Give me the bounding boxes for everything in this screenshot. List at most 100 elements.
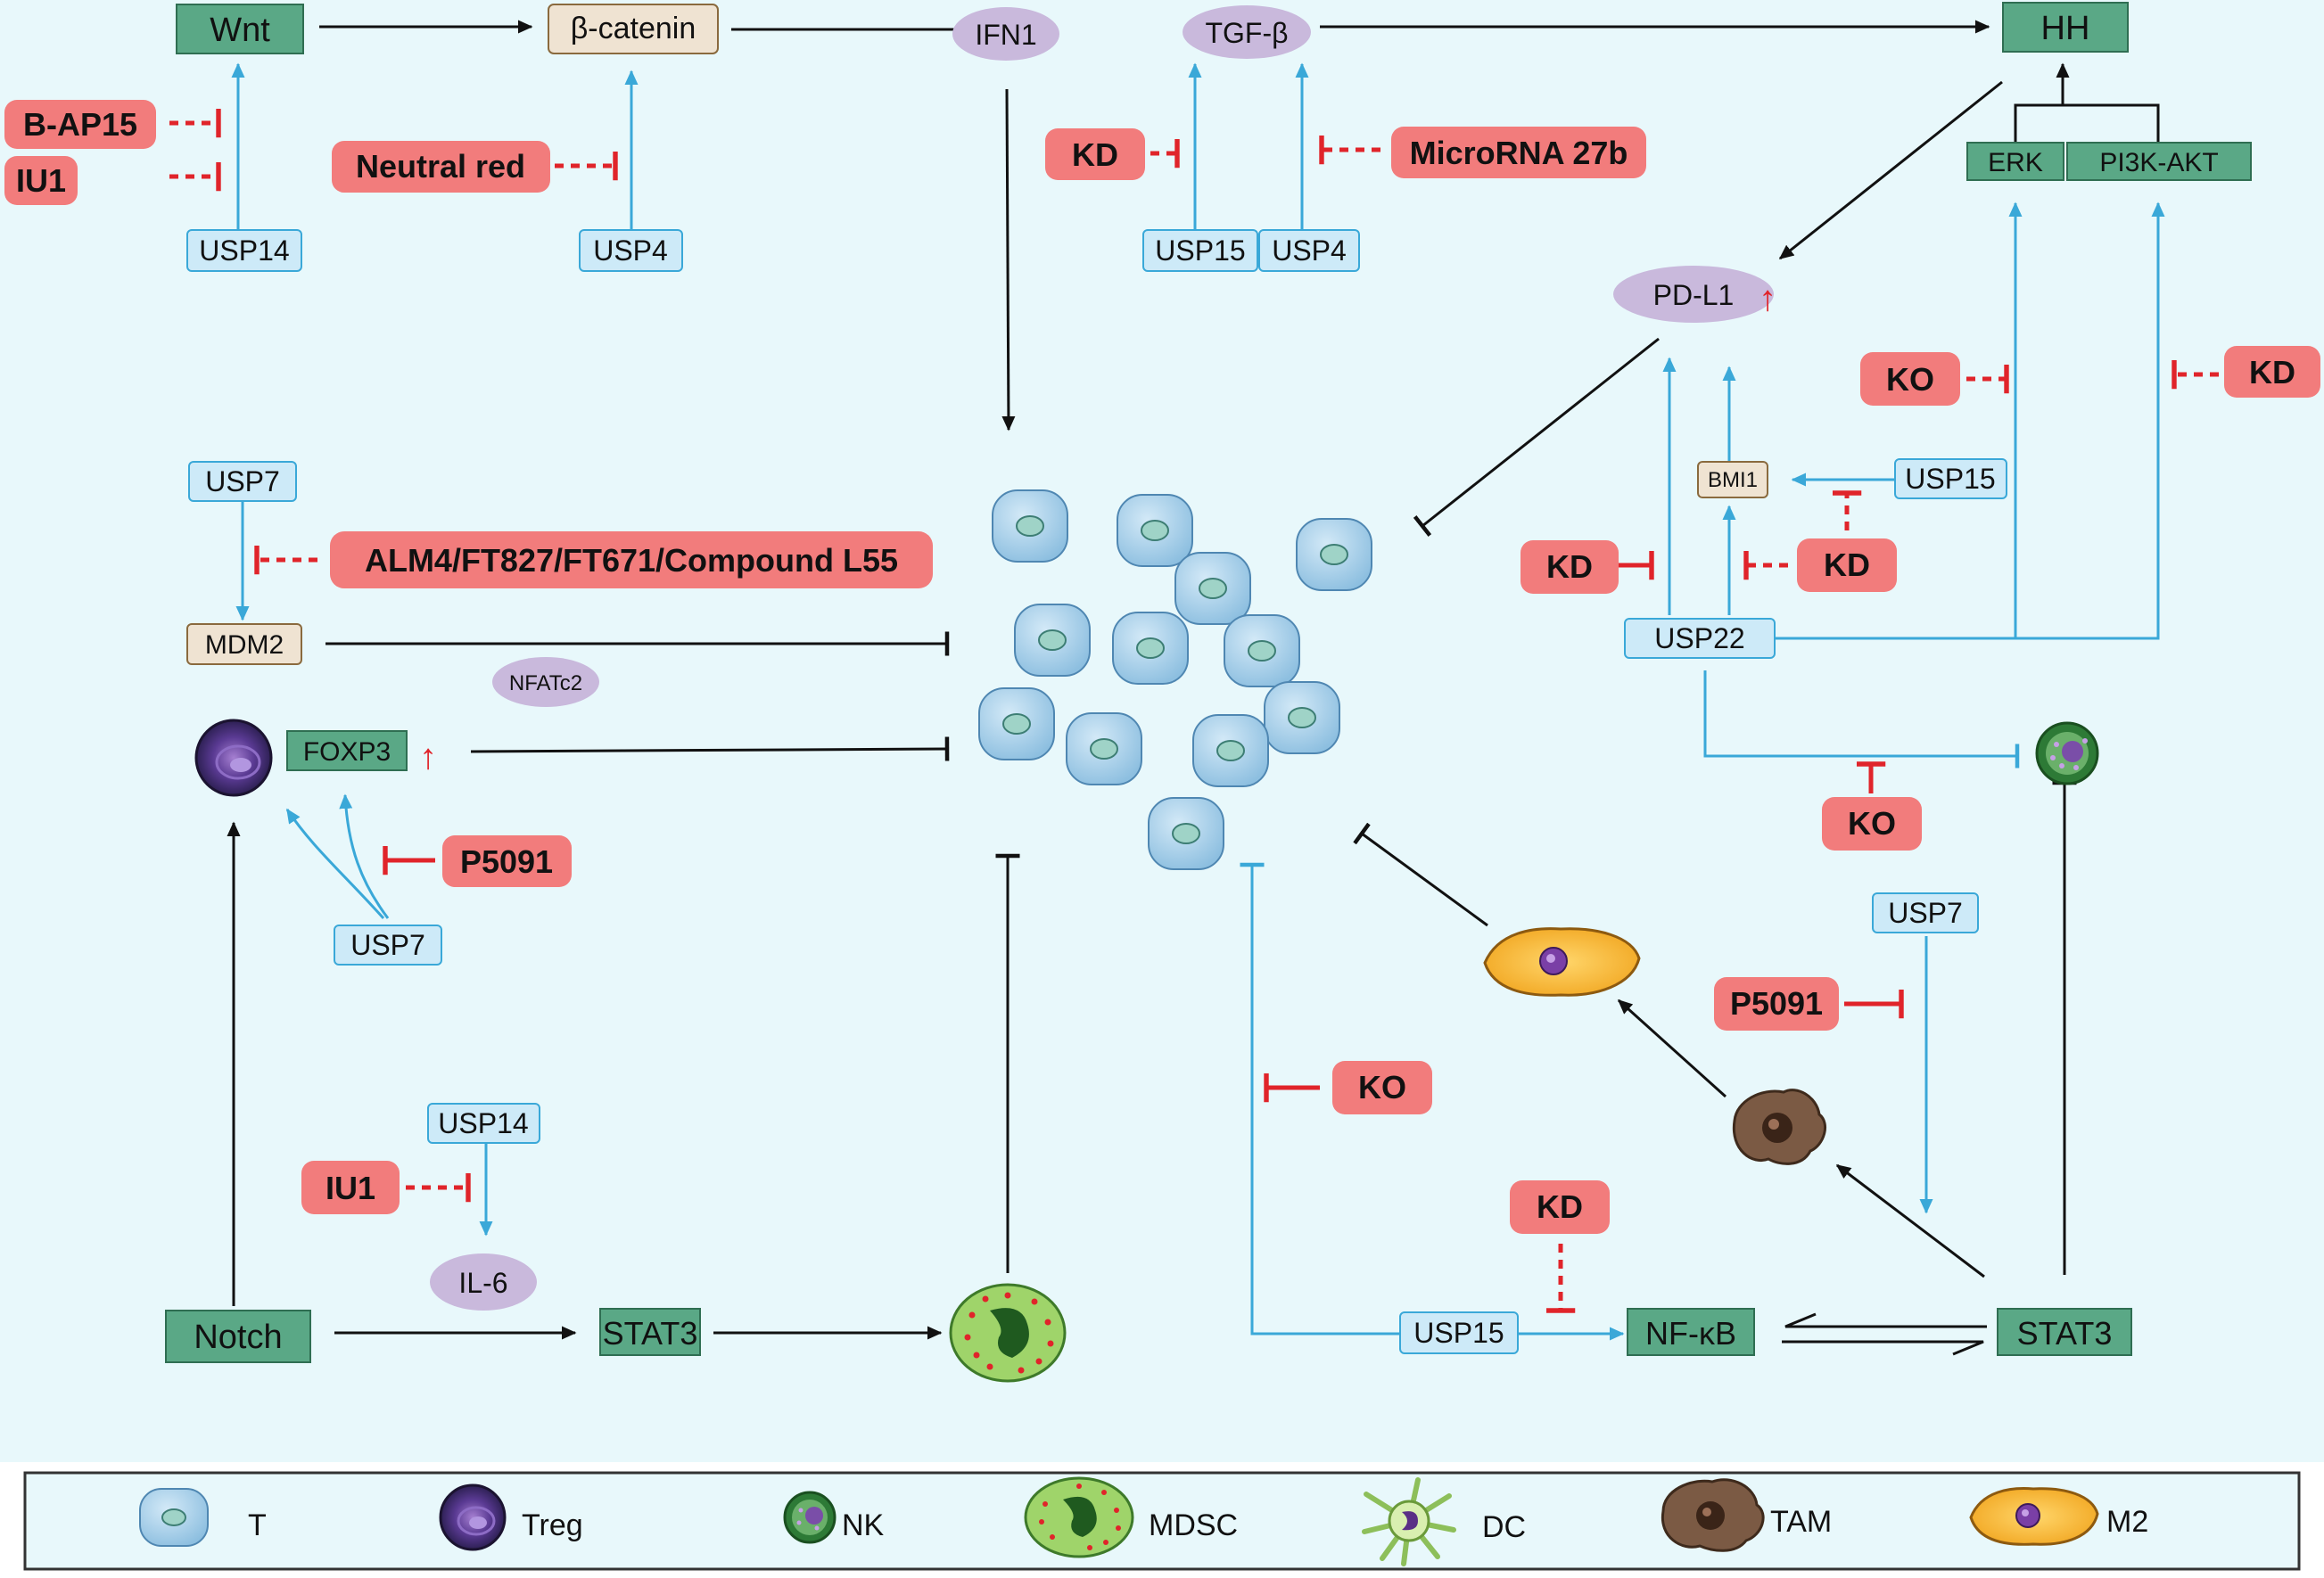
legend-m2-icon (1969, 1487, 2099, 1546)
beta-catenin-box (548, 4, 719, 54)
kd-nfkb-label: KD (1537, 1188, 1583, 1225)
edge-nfkb-stat3-equilibrium-top (1784, 1312, 1987, 1328)
usp7-right-box (1872, 892, 1979, 933)
microrna-27b-box (1391, 127, 1646, 178)
b-ap15-label: B-AP15 (23, 106, 137, 143)
bmi1-box (1697, 461, 1768, 498)
t-cell-icon (1117, 494, 1193, 567)
iu1-il6-box (301, 1161, 400, 1214)
legend-nk-label: NK (842, 1508, 885, 1542)
ko-nk-box (1822, 797, 1922, 851)
edge-tam-to-m2 (1617, 999, 1727, 1098)
kd-usp22-pdl1-box (1520, 540, 1619, 594)
tam-cell-icon (1732, 1089, 1826, 1165)
legend-tam-label: TAM (1770, 1505, 1832, 1539)
nfatc2-oval (492, 657, 599, 707)
usp7-foxp3-box (334, 925, 442, 966)
usp14-il6-box (427, 1103, 540, 1144)
legend-m2-label: M2 (2106, 1505, 2148, 1539)
il6-label: IL-6 (458, 1267, 507, 1299)
treg-cell-icon (194, 719, 273, 797)
p5091-right-box (1714, 977, 1839, 1031)
nf-kb-box (1627, 1308, 1755, 1356)
b-ap15-box (4, 100, 156, 149)
bmi1-label: BMI1 (1708, 468, 1758, 492)
nf-kb-label: NF-κB (1645, 1315, 1736, 1352)
kd-usp22-pdl1-label: KD (1546, 548, 1593, 585)
usp4-wnt-label: USP4 (593, 234, 668, 267)
kd-nfkb-box (1510, 1180, 1610, 1234)
mdsc-cell-icon (949, 1283, 1067, 1383)
edge-ifn1-to-tcells (1001, 88, 1016, 431)
ko-erk-label: KO (1886, 361, 1934, 398)
stat3-right-label: STAT3 (2017, 1315, 2113, 1352)
t-cell-icon (1014, 604, 1091, 677)
usp7-foxp3-label: USP7 (350, 929, 425, 961)
usp4-wnt-box (579, 229, 683, 272)
beta-catenin-label: β-catenin (571, 12, 696, 45)
edge-foxp3-inhibits-tcells (470, 736, 950, 761)
ko-erk-box (1860, 352, 1960, 406)
iu1-top-box (4, 156, 78, 205)
usp7-mdm2-box (188, 461, 297, 502)
erk-label: ERK (1988, 148, 2043, 177)
usp15-bmi1-box (1894, 458, 2007, 499)
t-cell-icon (1066, 712, 1142, 785)
t-cell-icon (992, 489, 1068, 563)
legend-mdsc-label: MDSC (1149, 1508, 1238, 1542)
kd-bmi1-box (1797, 538, 1897, 592)
usp15-tgf-box (1142, 229, 1258, 272)
usp15-nfkb-label: USP15 (1413, 1317, 1504, 1349)
tgf-beta-label: TGF-β (1205, 17, 1288, 49)
legend-mdsc-icon (1024, 1476, 1134, 1558)
ko-usp15-box (1332, 1061, 1432, 1114)
edge-usp22-to-pi3k (2015, 201, 2165, 640)
edge-erk-pi3k-to-hh (2014, 103, 2160, 144)
t-cell-icon (978, 687, 1055, 760)
p5091-foxp3-label: P5091 (460, 843, 553, 880)
ko-usp15-label: KO (1358, 1069, 1406, 1105)
hh-label: HH (2041, 10, 2090, 47)
usp4-tgf-box (1258, 229, 1360, 272)
legend-treg-icon (439, 1483, 507, 1551)
t-cell-icon (1174, 552, 1251, 625)
hh-box (2002, 2, 2129, 53)
kd-pi3k-box (2224, 346, 2320, 398)
foxp3-up-arrow: ↑ (419, 737, 437, 777)
usp15-tgf-label: USP15 (1155, 234, 1245, 267)
legend-t-cell-icon (139, 1488, 209, 1547)
microrna-27b-label: MicroRNA 27b (1410, 135, 1628, 171)
stat3-left-label: STAT3 (603, 1315, 698, 1352)
il6-oval (430, 1253, 537, 1311)
kd-usp15-box (1045, 128, 1145, 180)
nfatc2-label: NFATc2 (509, 671, 582, 695)
ko-nk-label: KO (1848, 805, 1896, 842)
usp14-top-box (186, 229, 302, 272)
kd-bmi1-label: KD (1824, 547, 1870, 583)
notch-label: Notch (194, 1319, 282, 1356)
legend-dc-icon (1362, 1477, 1456, 1566)
edge-usp7-to-treg (285, 808, 385, 920)
pd-l1-up-arrow: ↑ (1759, 279, 1776, 318)
erk-box (1966, 142, 2064, 181)
mdm2-box (186, 623, 302, 665)
edge-pd-l1-inhibits-tcells (1413, 337, 1660, 537)
mdm2-label: MDM2 (205, 630, 284, 660)
kd-usp15-label: KD (1072, 136, 1118, 173)
iu1-il6-label: IU1 (326, 1170, 375, 1206)
pi3k-akt-label: PI3K-AKT (2099, 148, 2218, 177)
stat3-left-box (599, 1308, 701, 1356)
notch-box (165, 1310, 311, 1363)
ifn1-oval (952, 7, 1059, 61)
usp4-tgf-label: USP4 (1272, 234, 1347, 267)
p5091-right-label: P5091 (1730, 985, 1823, 1022)
edge-stat3-to-tam (1835, 1163, 1985, 1278)
pd-l1-label: PD-L1 (1653, 279, 1735, 311)
wnt-label: Wnt (210, 12, 270, 49)
m2-cell-icon (1483, 927, 1641, 997)
edge-hh-to-pd-l1 (1778, 80, 2003, 260)
t-cell-icon (1192, 714, 1269, 787)
alm4-label: ALM4/FT827/FT671/Compound L55 (365, 542, 898, 579)
tcell-cluster (978, 489, 1372, 870)
